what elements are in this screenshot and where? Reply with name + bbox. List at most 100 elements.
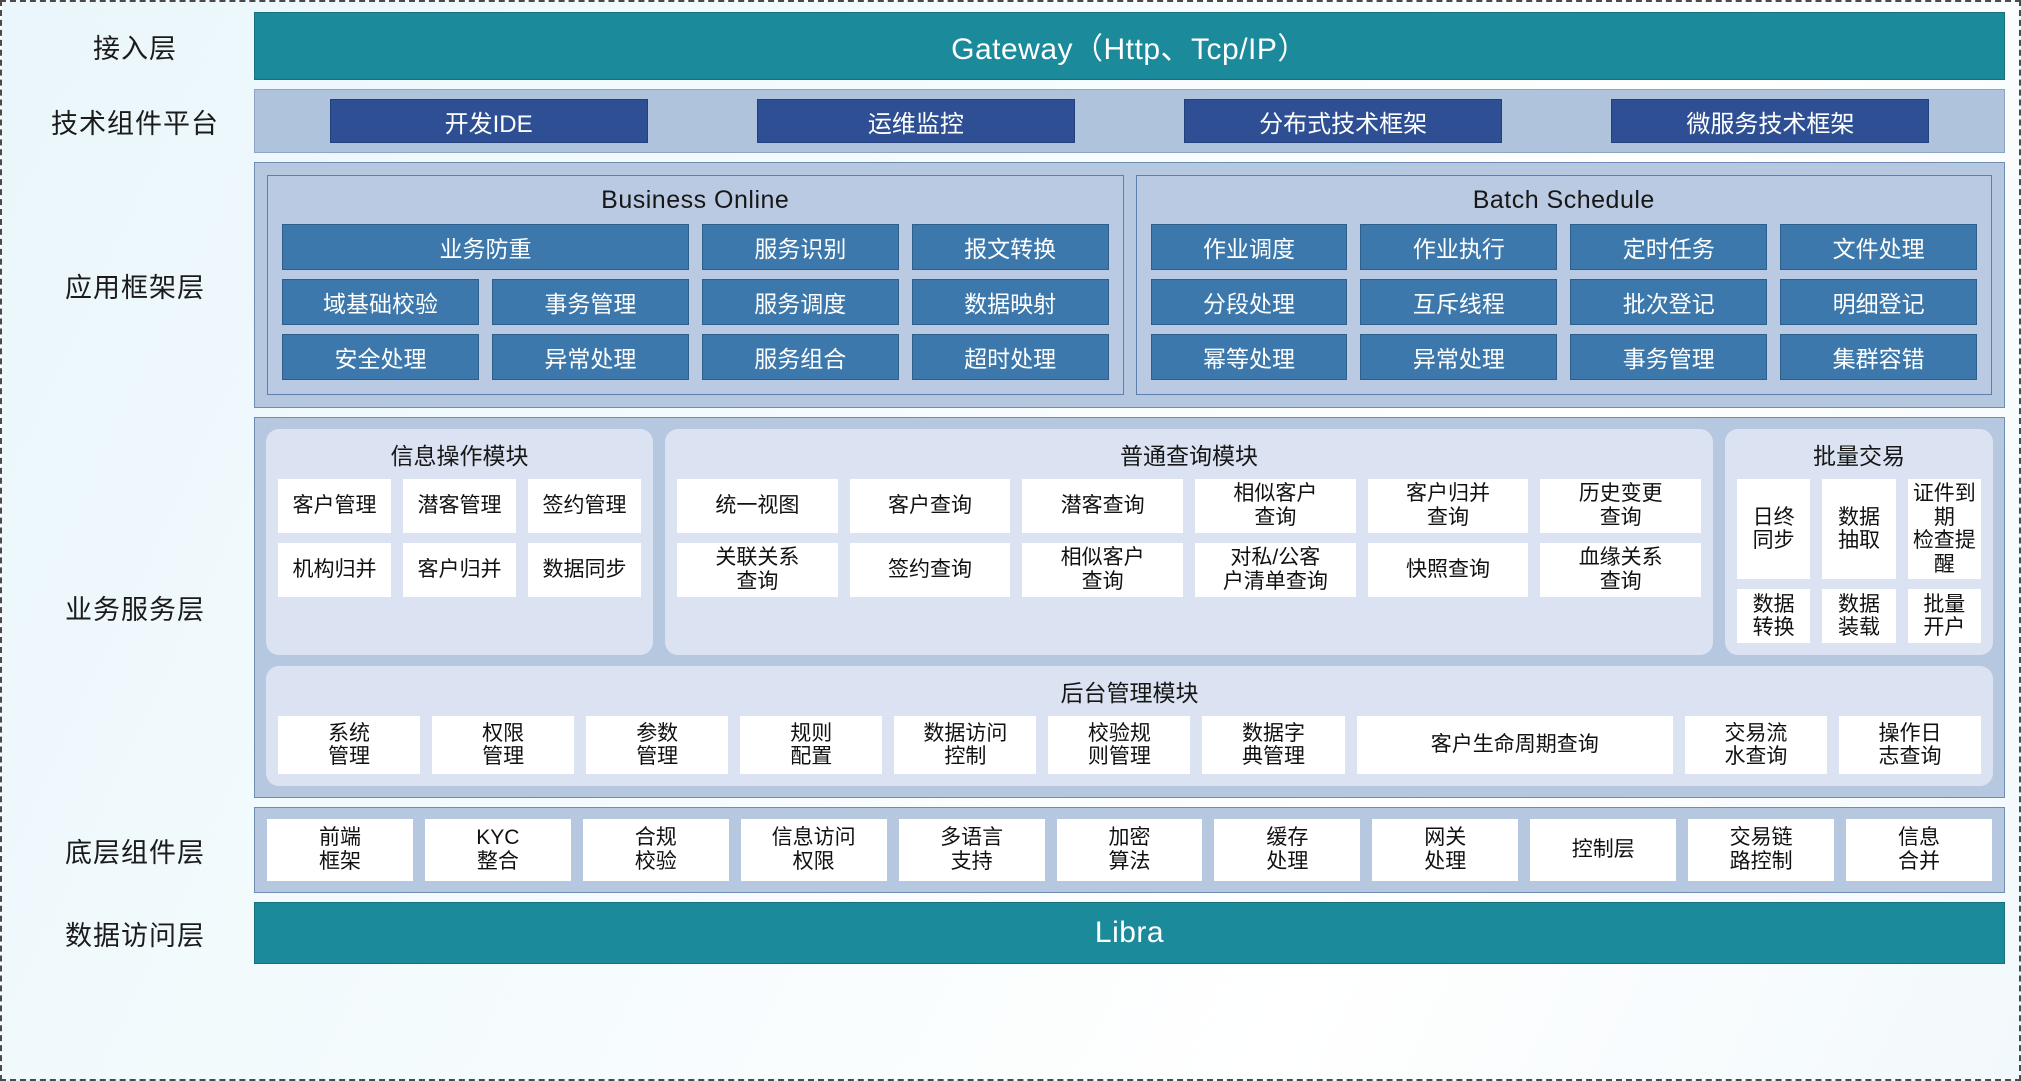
- framework-row: 域基础校验事务管理服务调度数据映射: [282, 279, 1109, 325]
- service-group-info-operation: 信息操作模块客户管理潜客管理签约管理机构归并客户归并数据同步: [266, 429, 653, 656]
- service-cell[interactable]: 历史变更 查询: [1540, 479, 1702, 533]
- framework-cell[interactable]: 互斥线程: [1360, 279, 1558, 325]
- service-cell[interactable]: 客户归并: [403, 543, 516, 597]
- service-cell[interactable]: 机构归并: [278, 543, 391, 597]
- component-cell[interactable]: 缓存 处理: [1214, 819, 1361, 882]
- service-cell[interactable]: 血缘关系 查询: [1540, 543, 1702, 597]
- framework-cell[interactable]: 批次登记: [1570, 279, 1768, 325]
- component-cell[interactable]: 前端 框架: [267, 819, 413, 882]
- service-cell[interactable]: 规则 配置: [740, 716, 883, 775]
- framework-cell[interactable]: 服务调度: [701, 279, 899, 325]
- service-cell[interactable]: 系统 管理: [278, 716, 421, 775]
- service-cell[interactable]: 证件到期 检查提醒: [1907, 479, 1981, 580]
- component-cell[interactable]: 控制层: [1530, 819, 1677, 882]
- service-cell[interactable]: 数据 装载: [1822, 589, 1896, 644]
- layer-label-business-service: 业务服务层: [65, 595, 205, 626]
- service-cell[interactable]: 潜客管理: [403, 479, 516, 533]
- component-cell[interactable]: KYC 整合: [424, 819, 571, 882]
- service-cell[interactable]: 签约管理: [528, 479, 641, 533]
- framework-row: 业务防重服务识别报文转换: [282, 224, 1109, 270]
- service-cell[interactable]: 客户生命周期查询: [1356, 716, 1673, 775]
- tech-platform-chip[interactable]: 运维监控: [756, 99, 1075, 143]
- framework-cell[interactable]: 明细登记: [1780, 279, 1977, 325]
- service-cell[interactable]: 操作日 志查询: [1838, 716, 1982, 775]
- framework-cell[interactable]: 报文转换: [911, 224, 1109, 270]
- component-cell[interactable]: 交易链 路控制: [1688, 819, 1835, 882]
- tech-platform-chip[interactable]: 分布式技术框架: [1184, 99, 1503, 143]
- component-cell[interactable]: 网关 处理: [1372, 819, 1519, 882]
- service-cell[interactable]: 关联关系 查询: [677, 543, 838, 597]
- service-cell[interactable]: 数据 转换: [1737, 589, 1811, 644]
- service-cell[interactable]: 快照查询: [1367, 543, 1529, 597]
- service-cell[interactable]: 校验规 则管理: [1048, 716, 1191, 775]
- framework-cell[interactable]: 作业调度: [1150, 224, 1348, 270]
- framework-cell[interactable]: 分段处理: [1150, 279, 1348, 325]
- framework-cell[interactable]: 异常处理: [1360, 334, 1558, 380]
- service-cell[interactable]: 客户管理: [278, 479, 391, 533]
- service-cell[interactable]: 权限 管理: [432, 716, 575, 775]
- framework-cell[interactable]: 集群容错: [1780, 334, 1977, 380]
- service-cell[interactable]: 客户归并 查询: [1367, 479, 1529, 533]
- framework-cell[interactable]: 异常处理: [491, 334, 689, 380]
- service-grid: 客户管理潜客管理签约管理机构归并客户归并数据同步: [278, 479, 641, 597]
- libra-bar[interactable]: Libra: [254, 902, 2005, 965]
- framework-cell[interactable]: 幂等处理: [1150, 334, 1348, 380]
- framework-group-title: Business Online: [601, 186, 790, 214]
- framework-cell[interactable]: 定时任务: [1570, 224, 1768, 270]
- service-cell[interactable]: 签约查询: [849, 543, 1011, 597]
- framework-cell[interactable]: 业务防重: [282, 224, 690, 270]
- framework-cell[interactable]: 数据映射: [911, 279, 1109, 325]
- service-cell[interactable]: 日终 同步: [1737, 479, 1811, 580]
- service-cell[interactable]: 客户查询: [849, 479, 1011, 533]
- component-cell[interactable]: 合规 校验: [582, 819, 729, 882]
- framework-cell[interactable]: 服务识别: [702, 224, 899, 270]
- tech-platform-strip: 开发IDE 运维监控 分布式技术框架 微服务技术框架: [254, 89, 2005, 153]
- service-cell[interactable]: 对私/公客 户清单查询: [1195, 543, 1356, 597]
- spacer: [16, 893, 2005, 902]
- tech-platform-chip[interactable]: 微服务技术框架: [1611, 99, 1930, 143]
- service-cell[interactable]: 数据同步: [528, 543, 641, 597]
- service-cell[interactable]: 数据 抽取: [1822, 479, 1896, 580]
- framework-cell[interactable]: 安全处理: [282, 334, 479, 380]
- component-cell[interactable]: 多语言 支持: [898, 819, 1045, 882]
- framework-cell[interactable]: 超时处理: [911, 334, 1109, 380]
- service-cell[interactable]: 参数 管理: [586, 716, 729, 775]
- framework-cell[interactable]: 作业执行: [1360, 224, 1558, 270]
- component-cell[interactable]: 加密 算法: [1056, 819, 1203, 882]
- component-cell[interactable]: 信息访问 权限: [740, 819, 887, 882]
- gateway-bar[interactable]: Gateway（Http、Tcp/IP）: [254, 12, 2005, 80]
- service-cell[interactable]: 相似客户 查询: [1022, 543, 1184, 597]
- framework-cell[interactable]: 文件处理: [1780, 224, 1977, 270]
- service-group-common-query: 普通查询模块统一视图客户查询潜客查询相似客户 查询客户归并 查询历史变更 查询关…: [665, 429, 1713, 656]
- framework-cell[interactable]: 域基础校验: [282, 279, 479, 325]
- service-grid: 日终 同步数据 抽取证件到期 检查提醒数据 转换数据 装载批量 开户: [1737, 479, 1981, 644]
- framework-cell[interactable]: 事务管理: [491, 279, 689, 325]
- service-cell[interactable]: 交易流 水查询: [1684, 716, 1827, 775]
- service-group-title: 批量交易: [1813, 443, 1905, 469]
- framework-grid: 业务防重服务识别报文转换域基础校验事务管理服务调度数据映射安全处理异常处理服务组…: [282, 224, 1109, 380]
- framework-cell[interactable]: 服务组合: [701, 334, 899, 380]
- service-cell[interactable]: 数据访问 控制: [894, 716, 1037, 775]
- service-cell[interactable]: 相似客户 查询: [1195, 479, 1356, 533]
- layer-label-access: 接入层: [93, 33, 177, 64]
- business-service-body: 信息操作模块客户管理潜客管理签约管理机构归并客户归并数据同步普通查询模块统一视图…: [254, 417, 2005, 799]
- framework-row: 安全处理异常处理服务组合超时处理: [282, 334, 1109, 380]
- service-group-title: 信息操作模块: [390, 443, 529, 469]
- service-grid: 系统 管理权限 管理参数 管理规则 配置数据访问 控制校验规 则管理数据字 典管…: [278, 716, 1982, 775]
- service-row: 统一视图客户查询潜客查询相似客户 查询客户归并 查询历史变更 查询: [677, 479, 1702, 533]
- tech-platform-chip[interactable]: 开发IDE: [329, 99, 648, 143]
- service-cell[interactable]: 统一视图: [677, 479, 838, 533]
- service-cell[interactable]: 批量 开户: [1907, 589, 1981, 644]
- service-cell[interactable]: 数据字 典管理: [1202, 716, 1345, 775]
- service-row: 日终 同步数据 抽取证件到期 检查提醒: [1737, 479, 1981, 580]
- framework-row: 分段处理互斥线程批次登记明细登记: [1150, 279, 1977, 325]
- component-cell[interactable]: 信息 合并: [1846, 819, 1992, 882]
- service-cell[interactable]: 潜客查询: [1022, 479, 1184, 533]
- layer-row-access: 接入层 Gateway（Http、Tcp/IP）: [16, 12, 2005, 80]
- service-group-backend-admin: 后台管理模块系统 管理权限 管理参数 管理规则 配置数据访问 控制校验规 则管理…: [266, 666, 1993, 787]
- framework-cell[interactable]: 事务管理: [1570, 334, 1768, 380]
- service-row: 机构归并客户归并数据同步: [278, 543, 641, 597]
